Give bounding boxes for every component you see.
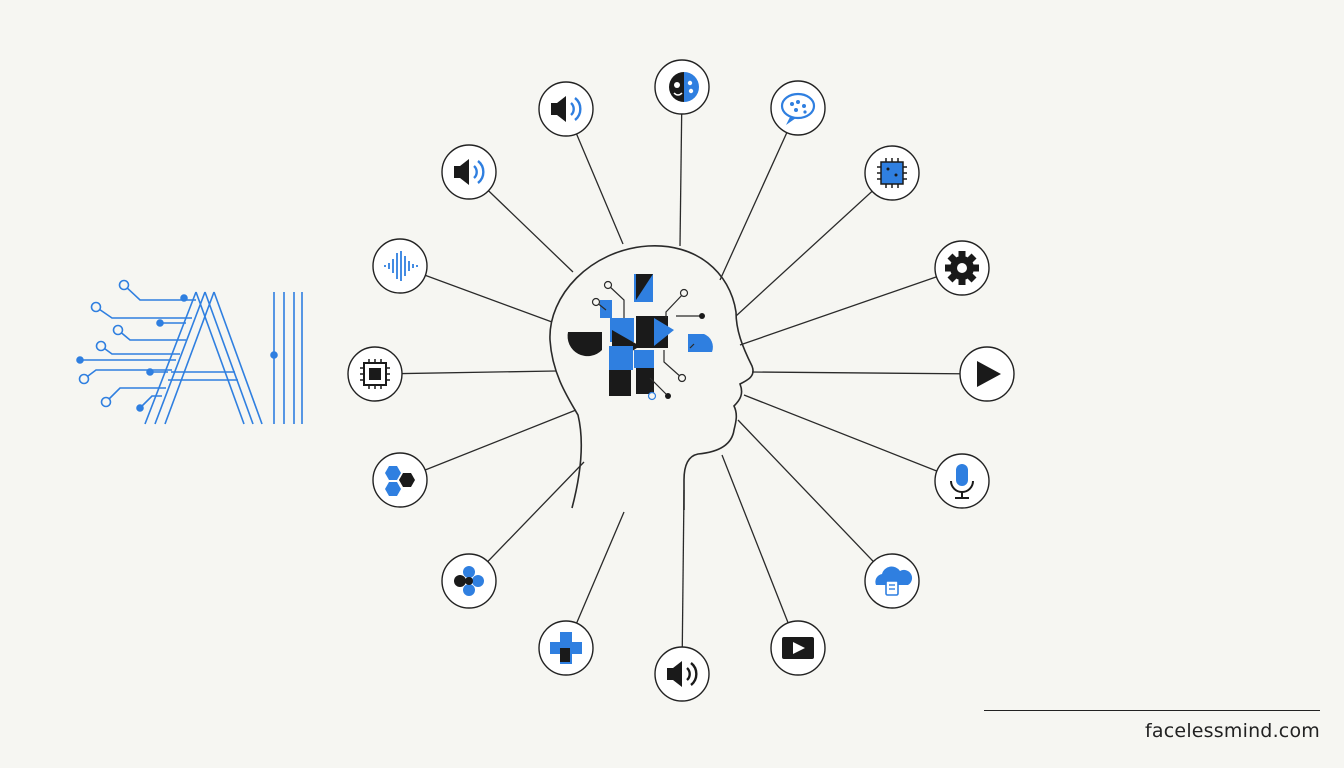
speaker-icon <box>654 646 710 702</box>
processor-chip-icon <box>864 145 920 201</box>
connector-lines <box>375 87 988 674</box>
gear-icon <box>934 240 990 296</box>
cpu-chip-icon <box>347 346 403 402</box>
speaker-icon <box>441 144 497 200</box>
sound-wave-icon <box>372 238 428 294</box>
microphone-icon <box>934 453 990 509</box>
head-silhouette <box>549 245 754 510</box>
speaker-icon <box>538 81 594 137</box>
medical-cross-icon <box>538 620 594 676</box>
ai-circuit-logo: AI <box>76 279 303 425</box>
play-icon <box>959 346 1015 402</box>
chat-brain-icon <box>770 80 826 136</box>
brain-pattern <box>567 274 713 401</box>
site-url-label: facelessmind.com <box>1145 720 1320 742</box>
hexagon-cluster-icon <box>372 452 428 508</box>
molecule-icon <box>441 553 497 609</box>
face-profile-icon <box>654 59 710 115</box>
video-play-icon <box>770 620 826 676</box>
cloud-server-icon <box>864 553 920 609</box>
footer-divider <box>984 710 1320 711</box>
